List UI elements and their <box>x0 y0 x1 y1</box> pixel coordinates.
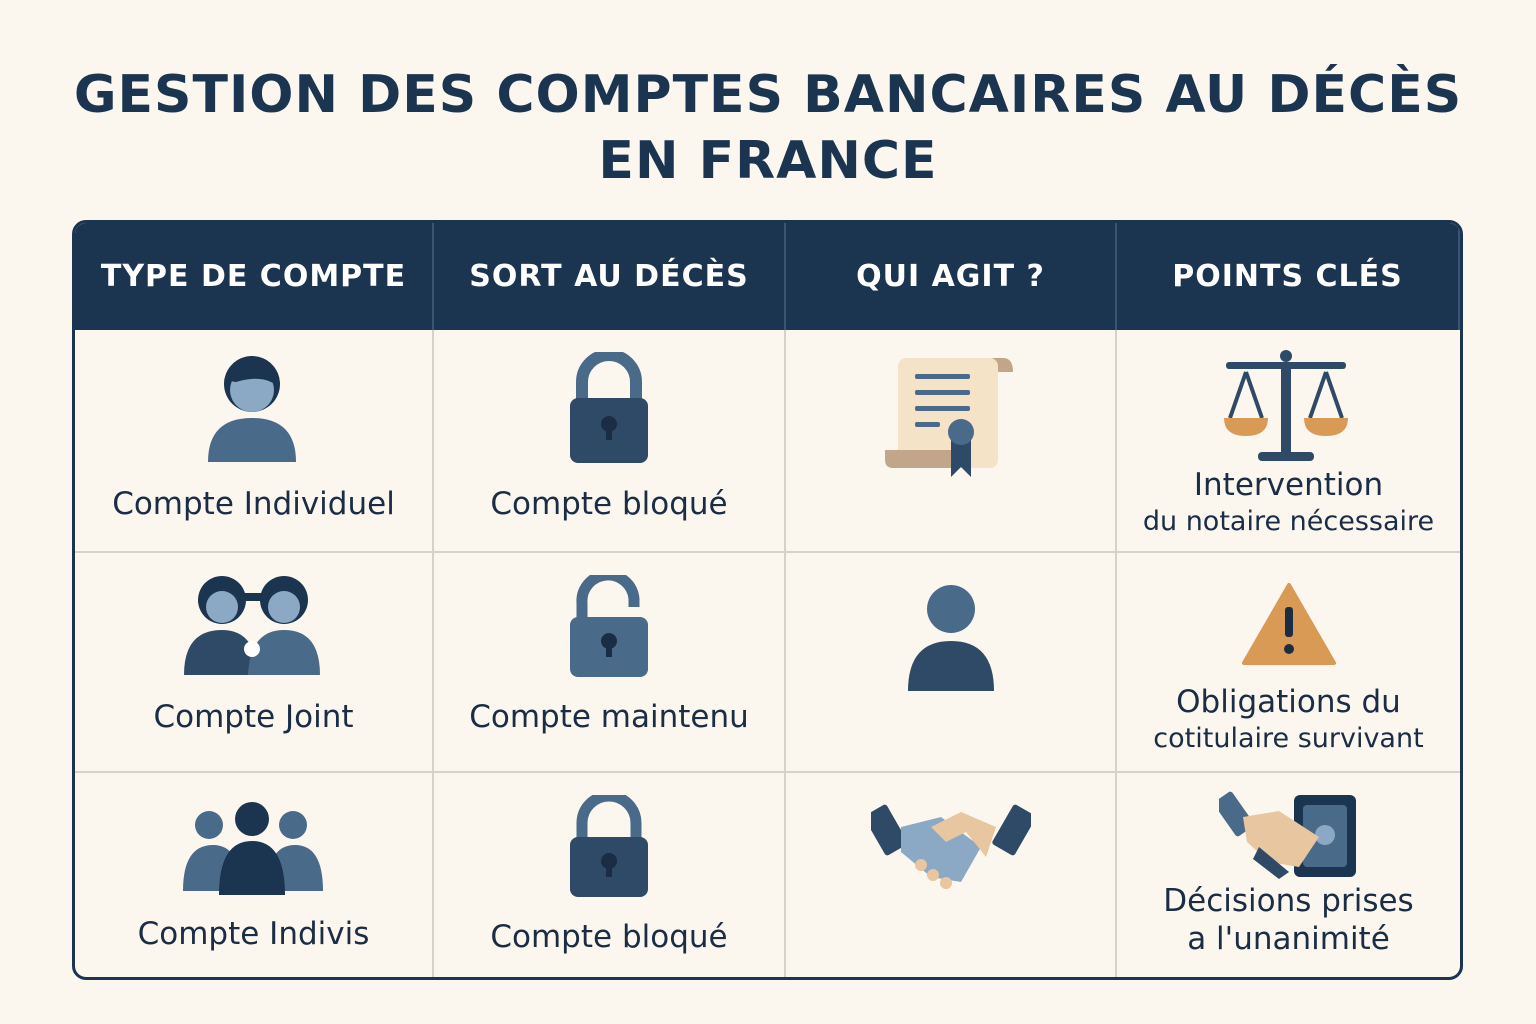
handshake-safe-icon <box>1218 791 1356 879</box>
cell-type: Compte Individuel <box>75 330 434 553</box>
notarial-deed-icon <box>885 358 1013 477</box>
header-sort: SORT AU DÉCÈS <box>434 223 786 330</box>
cell-sort: Compte bloqué <box>434 330 786 553</box>
cell-points: Intervention du notaire nécessaire <box>1117 330 1460 553</box>
handshake-icon <box>870 804 1031 889</box>
warning-icon <box>1241 583 1336 665</box>
cell-actor <box>786 553 1117 773</box>
page-title: GESTION DES COMPTES BANCAIRES AU DÉCÈS E… <box>73 65 1463 191</box>
header-type: TYPE DE COMPTE <box>75 223 434 330</box>
lock-open-icon <box>570 575 648 677</box>
cell-type: Compte Indivis <box>75 773 434 977</box>
cell-actor <box>786 330 1117 553</box>
joint-persons-icon <box>183 576 320 675</box>
header-points: POINTS CLÉS <box>1117 223 1460 330</box>
lock-closed-icon <box>570 352 648 463</box>
header-actor: QUI AGIT ? <box>786 223 1117 330</box>
cell-points: Décisions prises a l'unanimité <box>1117 773 1460 977</box>
accounts-table: TYPE DE COMPTE SORT AU DÉCÈS QUI AGIT ? … <box>72 220 1463 980</box>
person-icon <box>907 585 994 691</box>
individual-person-icon <box>207 356 296 462</box>
cell-type: Compte Joint <box>75 553 434 773</box>
cell-points: Obligations du cotitulaire survivant <box>1117 553 1460 773</box>
cell-actor <box>786 773 1117 977</box>
scales-of-justice-icon <box>1223 350 1348 461</box>
group-icon <box>182 802 323 895</box>
cell-sort: Compte maintenu <box>434 553 786 773</box>
lock-closed-icon <box>570 795 648 897</box>
cell-sort: Compte bloqué <box>434 773 786 977</box>
